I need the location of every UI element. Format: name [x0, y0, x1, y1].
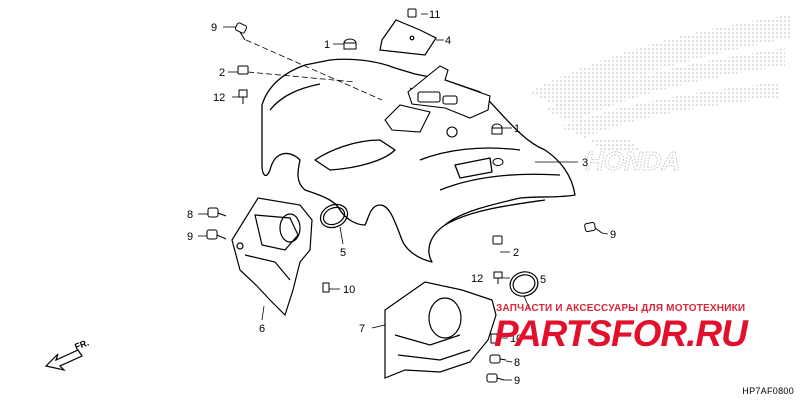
honda-logo-text: HONDA — [585, 146, 680, 176]
callout-6: 6 — [259, 323, 265, 335]
callout-10-right: 10 — [510, 333, 522, 345]
watermark-caption: ЗАПЧАСТИ И АКСЕССУАРЫ ДЛЯ МОТОТЕХНИКИ — [496, 303, 746, 314]
callout-1-right: 1 — [514, 123, 520, 135]
inner-fender-right — [384, 281, 497, 379]
front-direction-arrow: FR. — [44, 338, 90, 372]
callout-8: 8 — [187, 209, 193, 221]
callout-10-left: 10 — [343, 284, 355, 296]
figure-code: HP7AF0800 — [742, 386, 794, 396]
callout-9-right: 9 — [610, 229, 616, 241]
callout-9-top: 9 — [211, 22, 217, 34]
rings-part-5 — [319, 203, 539, 297]
callout-4: 4 — [445, 35, 451, 47]
inner-fender-left — [231, 197, 313, 317]
callout-8-bottom: 8 — [514, 357, 520, 369]
meter-panel — [384, 65, 491, 138]
callout-2-top: 2 — [219, 67, 225, 79]
callout-5-right: 5 — [540, 274, 546, 286]
watermark-logo: PARTSFOR.RU — [494, 313, 748, 354]
callout-12-top: 12 — [213, 92, 225, 104]
fasteners — [206, 8, 603, 383]
honda-wing-logo: HONDA — [530, 15, 790, 177]
callout-numbers: 9 11 1 4 2 12 1 3 8 9 5 9 2 12 5 10 6 7 … — [187, 9, 616, 387]
callout-1-top: 1 — [324, 39, 330, 51]
leader-lines — [198, 13, 609, 381]
callout-7: 7 — [359, 323, 365, 335]
front-fender — [261, 58, 576, 263]
direction-label: FR. — [73, 338, 90, 352]
lid-part-4 — [379, 19, 437, 56]
callout-3: 3 — [582, 157, 588, 169]
callout-9-left: 9 — [187, 231, 193, 243]
callout-9-bottom: 9 — [514, 375, 520, 387]
callout-12-right: 12 — [471, 273, 483, 285]
callout-11: 11 — [429, 9, 440, 21]
callout-5-left: 5 — [340, 247, 346, 259]
callout-2-right: 2 — [513, 247, 519, 259]
